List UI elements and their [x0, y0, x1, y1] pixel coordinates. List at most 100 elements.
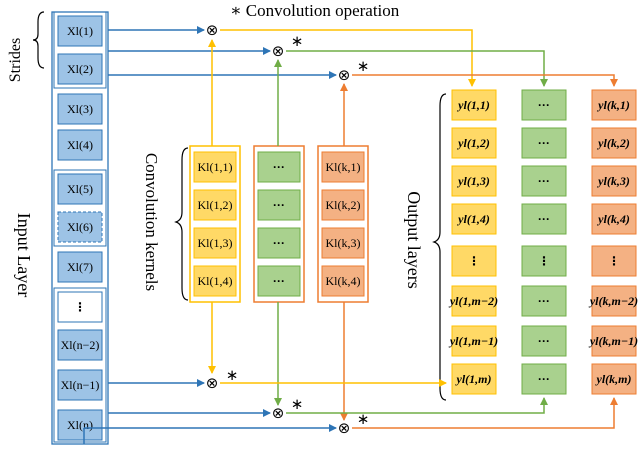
connections	[83, 26, 618, 444]
kernel-3-cell-1-label: Kl(k,1)	[326, 160, 361, 174]
kernel-3-cell-3-label: Kl(k,3)	[326, 236, 361, 250]
kernel-2-cell-3-box	[257, 227, 301, 259]
output-1-cell-1-box	[451, 89, 497, 121]
conv-star-1: ∗	[291, 32, 304, 50]
output-2-cell-7-box	[521, 325, 567, 357]
output-3-cell-6-label: yl(k,m−2)	[588, 294, 638, 308]
output-2-cell-2-label: ···	[538, 136, 550, 150]
input-cell-9-label: Xl(n−2)	[61, 338, 100, 352]
output-brace	[432, 93, 447, 401]
operators: ⊗ ∗ ⊗ ⊗ ∗ ⊗ ∗ ⊗ ∗ ⊗ ∗	[206, 21, 370, 437]
conv-operator-6: ⊗	[338, 419, 351, 437]
kernel-cells: Kl(1,1)Kl(1,2)Kl(1,3)Kl(1,4)············…	[193, 151, 365, 297]
kernel-1-cell-1-label: Kl(1,1)	[198, 160, 233, 174]
output-1-cell-4-label: yl(1,4)	[456, 212, 490, 226]
output-1-cell-2-box	[451, 127, 497, 159]
kernel-2-cell-1-label: ···	[273, 160, 285, 174]
output-2-cell-7-label: ···	[538, 334, 550, 348]
output-2-cell-1-box	[521, 89, 567, 121]
output-1-cell-7-label: yl(1,m−1)	[448, 334, 498, 348]
output-1-cell-4-box	[451, 203, 497, 235]
conv-star-5: ∗	[357, 410, 370, 428]
line-op6-out3	[352, 397, 618, 429]
input-cell-11-box	[57, 409, 103, 441]
output-1-cell-6-label: yl(1,m−2)	[448, 294, 498, 308]
kernels-label: Convolution kernels	[142, 153, 161, 291]
kernel-2-cell-4-label: ···	[273, 274, 285, 288]
stride-frame-top	[53, 11, 107, 89]
input-group-frame-mid	[53, 169, 107, 247]
output-2-cell-6-box	[521, 285, 567, 317]
conv-operator-5: ⊗	[272, 404, 285, 422]
kernel-2-cell-2-box	[257, 189, 301, 221]
kernel-3-cell-3-box	[321, 227, 365, 259]
kernel-2-cell-2-label: ···	[273, 198, 285, 212]
input-cell-3-label: Xl(3)	[67, 102, 93, 116]
output-1-cell-1-label: yl(1,1)	[456, 98, 490, 112]
output-2-cell-1-label: ···	[538, 98, 550, 112]
input-cell-5-box	[57, 173, 103, 205]
output-3-cell-8-label: yl(k,m)	[595, 372, 632, 386]
strides-label: Strides	[7, 38, 24, 82]
output-2-cell-8-label: ···	[538, 372, 550, 386]
diagram-title: ∗ Convolution operation	[230, 1, 400, 20]
output-1-cell-5-box	[451, 245, 497, 277]
output-3-cell-4-box	[591, 203, 637, 235]
input-cell-8-label: ⋮	[74, 300, 86, 314]
conv-star-3: ∗	[226, 366, 239, 384]
output-3-cell-2-label: yl(k,2)	[596, 136, 630, 150]
kernel-3-cell-4-box	[321, 265, 365, 297]
strides-brace	[32, 11, 45, 69]
input-layer-label: Input Layer	[14, 213, 34, 297]
line-op2-out2	[286, 50, 548, 87]
input-cell-4-box	[57, 129, 103, 161]
output-2-cell-3-label: ···	[538, 174, 550, 188]
input-cell-4-label: Xl(4)	[67, 138, 93, 152]
output-1-cell-6-box	[451, 285, 497, 317]
input-cell-2-label: Xl(2)	[67, 62, 93, 76]
kernel-1-cell-3-label: Kl(1,3)	[198, 236, 233, 250]
output-layers-label: Output layers	[404, 191, 424, 288]
output-3-cell-3-label: yl(k,3)	[596, 174, 630, 188]
line-op3-out3	[352, 74, 618, 87]
kernel-1-cell-2-label: Kl(1,2)	[198, 198, 233, 212]
output-cells: yl(1,1)yl(1,2)yl(1,3)yl(1,4)⋮yl(1,m−2)yl…	[448, 89, 638, 395]
kernel-1-cell-3-box	[193, 227, 237, 259]
input-group-frame-bottom	[53, 287, 107, 443]
output-2-cell-2-box	[521, 127, 567, 159]
conv-operator-4: ⊗	[206, 374, 219, 392]
output-3-cell-1-box	[591, 89, 637, 121]
conv-star-4: ∗	[291, 395, 304, 413]
kernel-3-cell-2-box	[321, 189, 365, 221]
kernel-3-cell-4-label: Kl(k,4)	[326, 274, 361, 288]
output-3-cell-8-box	[591, 363, 637, 395]
output-1-cell-8-label: yl(1,m)	[455, 372, 492, 386]
input-cell-6-label: Xl(6)	[67, 220, 93, 234]
conv-operator-3: ⊗	[338, 66, 351, 84]
input-cell-1-box	[57, 15, 103, 47]
output-1-cell-3-box	[451, 165, 497, 197]
output-1-cell-7-box	[451, 325, 497, 357]
output-2-cell-4-label: ···	[538, 212, 550, 226]
input-cell-11-label: Xl(n)	[67, 418, 93, 432]
output-3-cell-6-box	[591, 285, 637, 317]
input-cell-7-box	[57, 251, 103, 283]
input-cell-9-box	[57, 329, 103, 361]
output-2-cell-5-label: ⋮	[538, 254, 550, 268]
kernel-3-cell-2-label: Kl(k,2)	[326, 198, 361, 212]
output-2-cell-3-box	[521, 165, 567, 197]
kernel-1-cell-4-box	[193, 265, 237, 297]
output-2-cell-6-label: ···	[538, 294, 550, 308]
output-2-cell-5-box	[521, 245, 567, 277]
conv-operator-2: ⊗	[272, 42, 285, 60]
output-1-cell-5-label: ⋮	[468, 254, 480, 268]
input-cell-5-label: Xl(5)	[67, 182, 93, 196]
output-3-cell-7-label: yl(k,m−1)	[588, 334, 638, 348]
conv-operator-1: ⊗	[206, 21, 219, 39]
output-3-cell-5-label: ⋮	[608, 254, 620, 268]
output-3-cell-5-box	[591, 245, 637, 277]
kernel-2-cell-3-label: ···	[273, 236, 285, 250]
kernel-2-cell-1-box	[257, 151, 301, 183]
input-cell-1-label: Xl(1)	[67, 24, 93, 38]
